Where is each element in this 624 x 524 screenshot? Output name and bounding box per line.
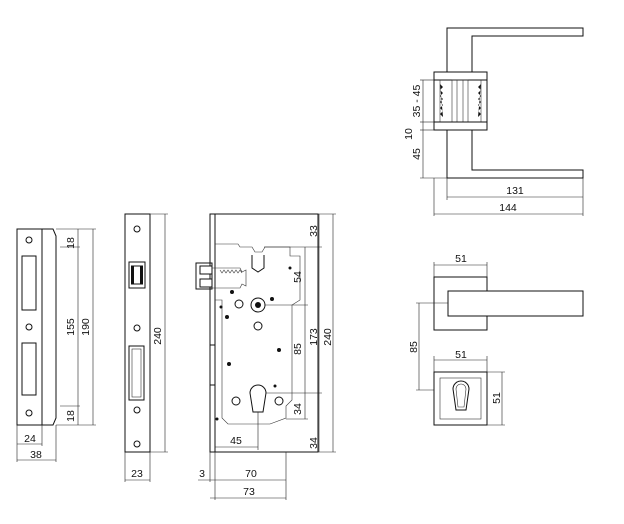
dim-forend-width: 23 [131, 468, 143, 480]
dim-cylinder-lower: 34 [292, 403, 304, 415]
dim-strike-total: 190 [80, 318, 92, 336]
dim-strike-bottom: 18 [65, 410, 77, 422]
strike-plate-lip [42, 228, 57, 426]
lever-front [447, 290, 584, 317]
dim-strike-total-width: 38 [30, 449, 42, 461]
dim-cylinder-total: 173 [308, 328, 320, 346]
dim-key-rose-width: 51 [455, 349, 467, 361]
dim-backset: 70 [245, 468, 257, 480]
dim-neck: 45 [411, 148, 423, 160]
key-rose [433, 371, 488, 426]
lower-lever [446, 129, 584, 179]
upper-rose [433, 71, 488, 81]
dim-rose: 10 [403, 128, 415, 140]
dim-forend-height: 240 [152, 327, 164, 345]
case-hole-lower-right [274, 396, 284, 406]
handle-front-view: 51 85 [408, 253, 584, 391]
forend-outline [124, 213, 151, 453]
forend-screw-lower [133, 406, 141, 414]
dim-lever-inner: 131 [506, 185, 524, 197]
lock-case-outline [214, 213, 319, 453]
deadbolt [209, 344, 216, 386]
dim-rose-width: 51 [455, 253, 467, 265]
forend-screw-top [133, 225, 141, 233]
dim-strike-inner: 155 [65, 318, 77, 336]
dim-backset-short: 45 [230, 435, 242, 447]
upper-lever [446, 27, 584, 73]
dim-forend-thickness: 3 [199, 468, 205, 480]
forend-screw-bottom [133, 440, 141, 448]
dim-key-rose-height: 51 [491, 392, 503, 404]
screw-hole-bottom [25, 409, 33, 417]
forend-screw-middle [133, 324, 141, 332]
case-hole-lower-left [231, 396, 241, 406]
lock-mechanism-outline [215, 243, 301, 425]
strike-plate-outline [16, 228, 43, 426]
key-hole [452, 380, 470, 411]
dim-strike-inner-width: 24 [24, 433, 36, 445]
latch-bolt [195, 262, 213, 290]
lock-spring [251, 255, 265, 273]
dim-center-to-cylinder: 85 [292, 343, 304, 355]
lower-rose [433, 121, 488, 131]
forend-plate: 240 23 [124, 213, 168, 482]
handle-side-view: 35 - 45 10 45 131 144 [403, 27, 584, 216]
dim-lock-top: 33 [308, 225, 320, 237]
screw-hole-top [25, 236, 33, 244]
strike-plate: 18 155 190 18 24 38 [16, 228, 96, 462]
dim-lock-height: 240 [322, 328, 334, 346]
case-hole-left [234, 299, 244, 309]
dim-body-depth: 73 [243, 486, 255, 498]
lock-forend-edge [209, 213, 216, 453]
key-rose-view: 51 51 [433, 349, 505, 426]
bolt-opening [21, 342, 37, 396]
screw-hole-middle [25, 323, 33, 331]
lock-body: 33 54 85 173 240 34 34 45 3 70 73 [195, 213, 336, 500]
forend-bolt [128, 345, 145, 401]
dim-follower-center: 54 [292, 271, 304, 283]
dim-strike-top: 18 [65, 237, 77, 249]
latch-opening [21, 255, 37, 311]
dim-rose-to-key: 85 [408, 341, 420, 353]
pin-hole [253, 321, 263, 331]
dim-lever-total: 144 [499, 202, 517, 214]
dim-lock-bottom: 34 [308, 437, 320, 449]
euro-cylinder-hole [249, 384, 267, 413]
dim-door-range: 35 - 45 [411, 85, 423, 118]
